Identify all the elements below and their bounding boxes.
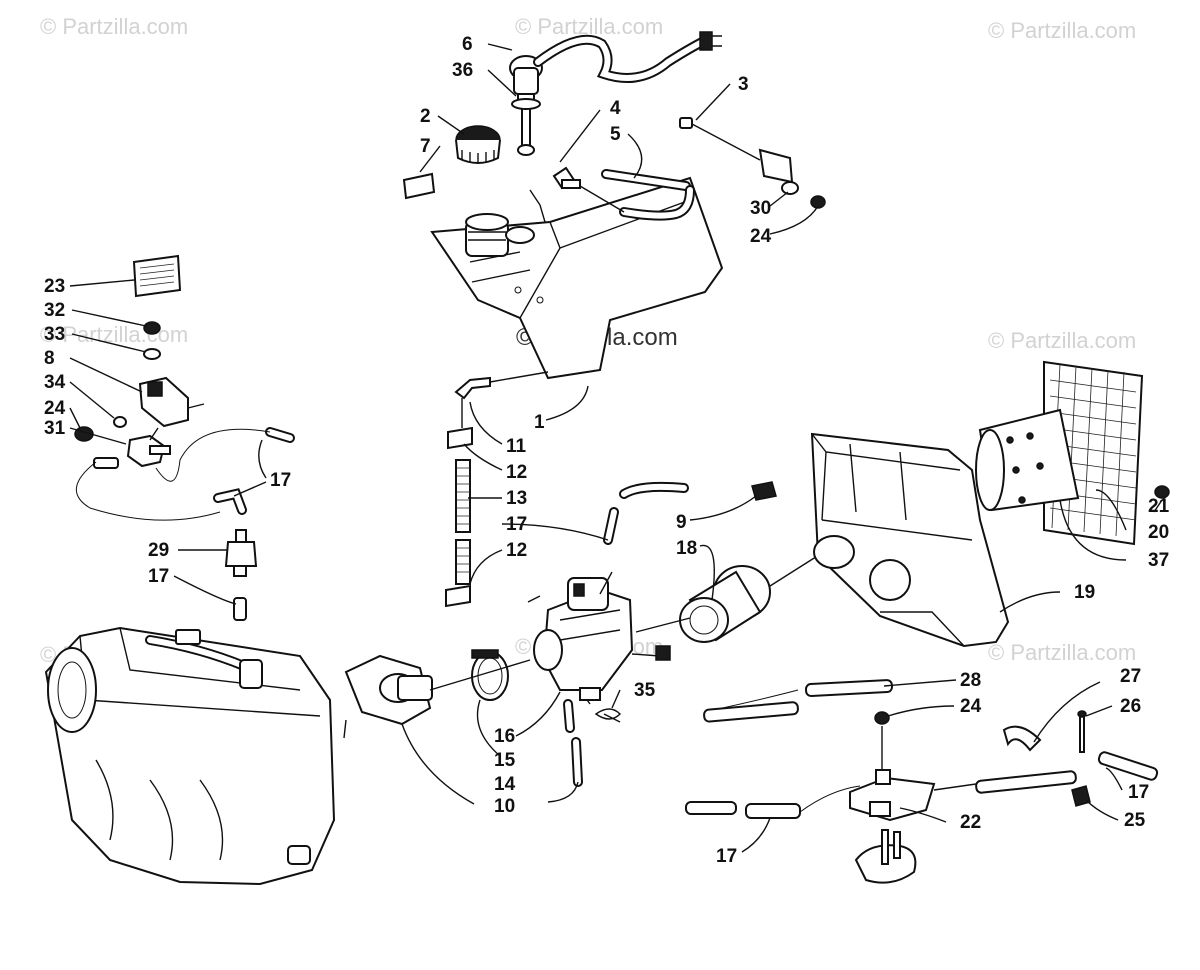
callout-24-pump: 24 — [960, 696, 982, 717]
callout-11: 11 — [506, 436, 527, 457]
washer-33 — [143, 348, 161, 360]
callout-33: 33 — [44, 324, 65, 345]
clip-9 — [751, 481, 777, 501]
air-silencer-19 — [810, 432, 1010, 648]
sensor-wire-harness — [533, 31, 722, 83]
callout-16: 16 — [494, 726, 515, 747]
decal-23 — [132, 254, 182, 298]
tank-outlet-elbow — [454, 371, 549, 400]
callout-21: 21 — [1148, 496, 1170, 517]
callout-17-bottom: 17 — [716, 846, 737, 867]
mount-bracket-3 — [679, 117, 826, 209]
watermark-mid-left: © Partzilla.com — [40, 322, 189, 347]
valve-bracket-8 — [138, 376, 205, 428]
callout-5: 5 — [610, 124, 621, 145]
washer-34 — [113, 416, 127, 428]
callout-2: 2 — [420, 106, 431, 127]
callout-17-center: 17 — [506, 514, 527, 535]
callout-17-filter: 17 — [148, 566, 169, 587]
callout-1: 1 — [534, 412, 545, 433]
strap-27 — [1002, 725, 1042, 752]
watermark-low-right: © Partzilla.com — [988, 640, 1137, 665]
engine-block — [44, 626, 336, 886]
watermark-top-right: © Partzilla.com — [988, 18, 1137, 43]
nut-32 — [143, 321, 161, 335]
callout-34: 34 — [44, 372, 66, 393]
callout-4: 4 — [610, 98, 621, 119]
callout-10: 10 — [494, 796, 515, 817]
callout-23: 23 — [44, 276, 65, 297]
callout-labels: 6 36 2 7 4 5 3 30 24 1 11 12 13 17 12 9 … — [44, 34, 1170, 867]
callout-18: 18 — [676, 538, 697, 559]
fuel-hoses-28-17 — [685, 679, 1159, 819]
callout-12-lower: 12 — [506, 540, 527, 561]
watermark-top-left: © Partzilla.com — [40, 14, 189, 39]
callout-22: 22 — [960, 812, 981, 833]
intake-flange-14 — [344, 654, 433, 726]
shutoff-valve-31 — [93, 427, 171, 469]
callout-14: 14 — [494, 774, 516, 795]
hose-clamp-15 — [471, 649, 509, 701]
callout-7: 7 — [420, 136, 431, 157]
callout-25: 25 — [1124, 810, 1146, 831]
callout-6: 6 — [462, 34, 473, 55]
carburetor — [527, 571, 671, 705]
callout-15: 15 — [494, 750, 516, 771]
callout-28: 28 — [960, 670, 981, 691]
callout-17-left: 17 — [270, 470, 291, 491]
vent-hose-17 — [603, 481, 689, 545]
fuel-pump-22 — [849, 769, 977, 884]
filler-cap — [455, 125, 501, 164]
decal-7 — [402, 172, 436, 200]
oil-hose-5 — [579, 169, 695, 221]
drain-hoses-10-16 — [563, 699, 583, 787]
callout-35: 35 — [634, 680, 656, 701]
callout-13: 13 — [506, 488, 527, 509]
callout-29: 29 — [148, 540, 169, 561]
callout-20: 20 — [1148, 522, 1169, 543]
clip-25 — [1071, 785, 1091, 807]
callout-8: 8 — [44, 348, 55, 369]
valve-hoses-17 — [75, 427, 295, 521]
callout-27: 27 — [1120, 666, 1141, 687]
callout-3: 3 — [738, 74, 749, 95]
screw-21 — [1154, 485, 1170, 499]
callout-31: 31 — [44, 418, 66, 439]
callout-24-top: 24 — [750, 226, 772, 247]
inline-fuel-filter-29 — [224, 529, 258, 621]
fitting-24-pump — [874, 711, 890, 770]
tank-sender-port — [505, 189, 546, 244]
tank-filler-neck — [465, 213, 509, 257]
callout-32: 32 — [44, 300, 65, 321]
watermark-mid-right: © Partzilla.com — [988, 328, 1137, 353]
intake-horn-37 — [975, 408, 1080, 512]
callout-12-upper: 12 — [506, 462, 527, 483]
callout-24-left: 24 — [44, 398, 66, 419]
leader-lines — [69, 43, 1163, 853]
callout-26: 26 — [1120, 696, 1141, 717]
intake-boot-18 — [679, 565, 771, 643]
clip-35 — [594, 708, 621, 723]
screw-26 — [1077, 710, 1087, 753]
callout-19: 19 — [1074, 582, 1095, 603]
callout-36: 36 — [452, 60, 473, 81]
callout-30: 30 — [750, 198, 771, 219]
callout-37: 37 — [1148, 550, 1169, 571]
callout-9: 9 — [676, 512, 687, 533]
callout-17-right: 17 — [1128, 782, 1149, 803]
feed-line-assembly — [445, 398, 473, 608]
oil-fitting-4 — [552, 166, 581, 190]
grommet-36 — [511, 98, 541, 110]
